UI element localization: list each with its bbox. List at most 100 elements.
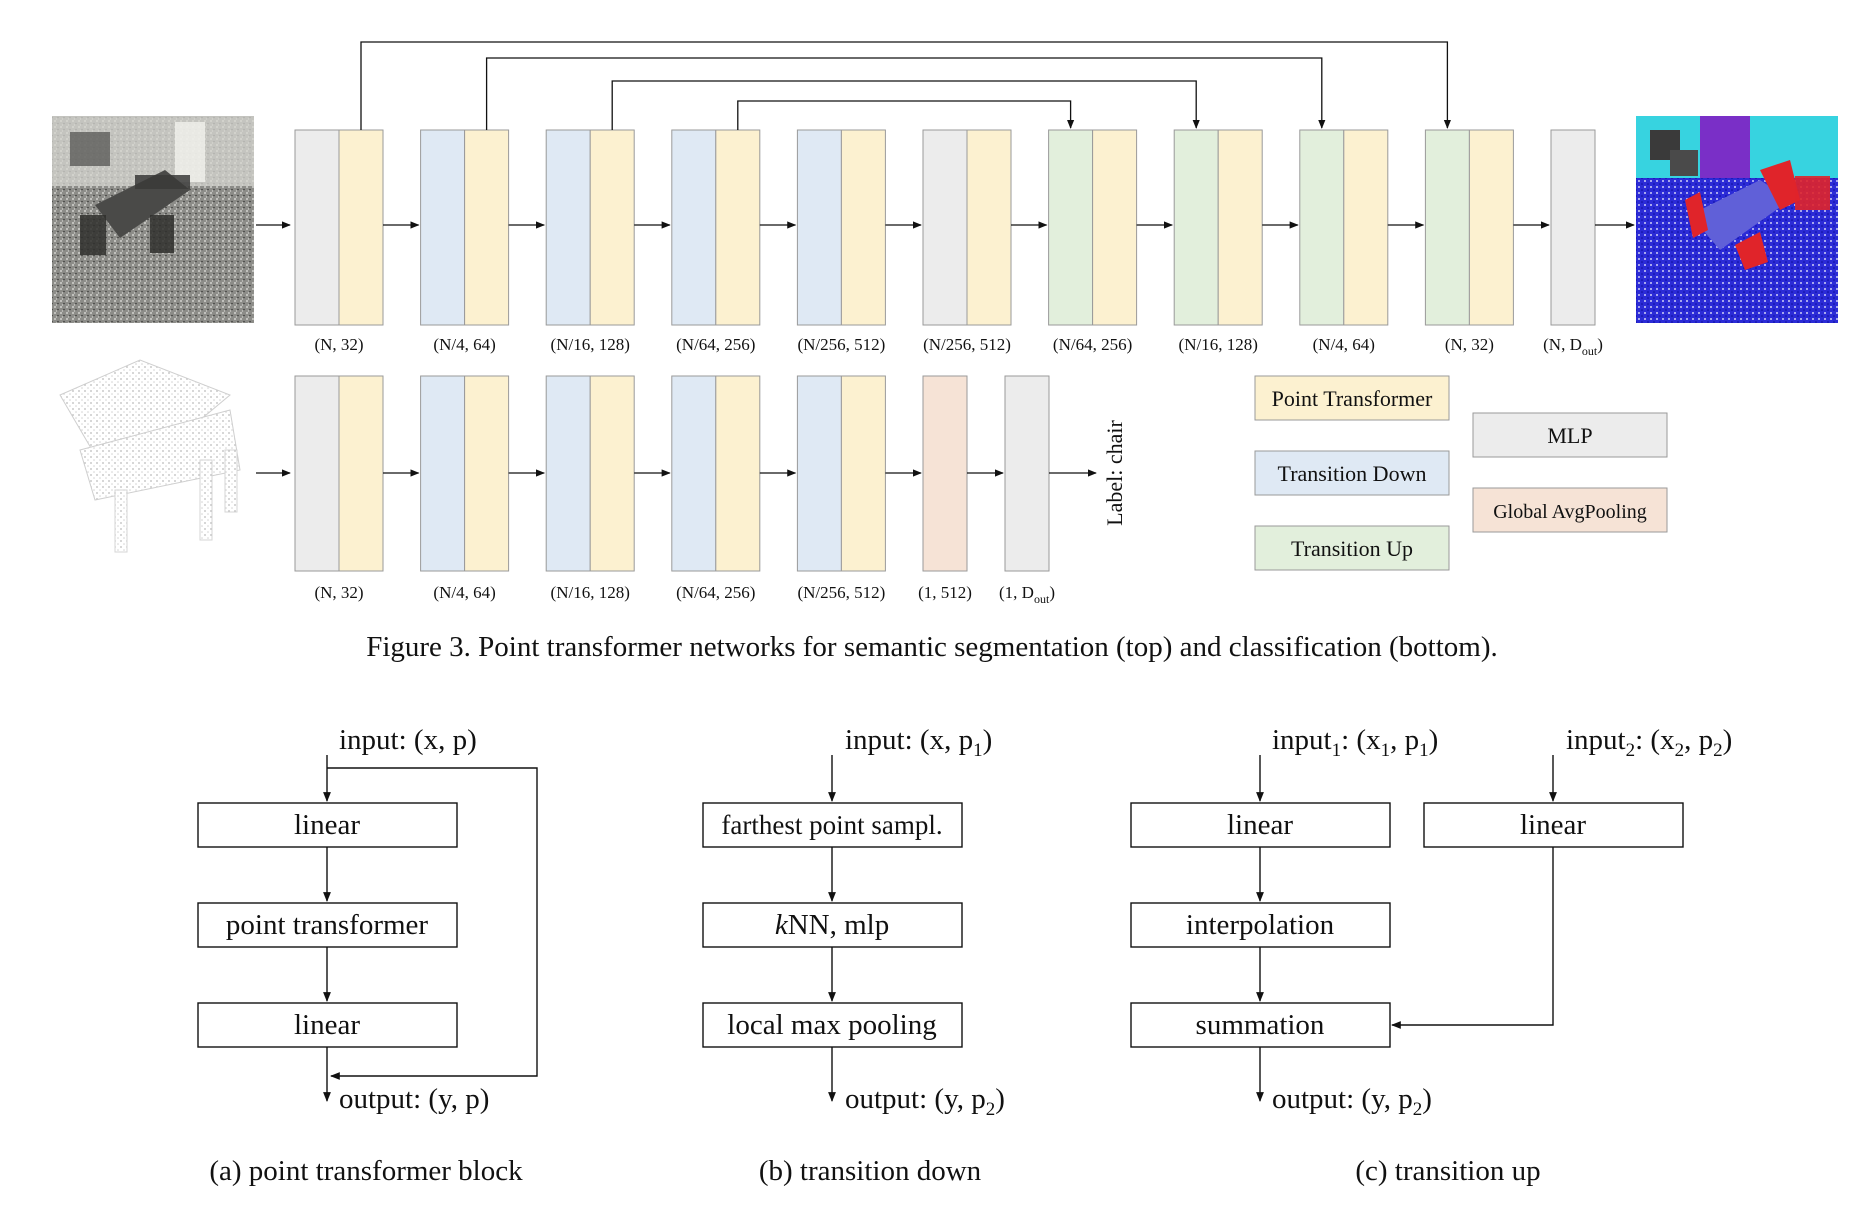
- seg-dim-label-5: (N/256, 512): [797, 335, 885, 354]
- seg-final-mlp-block: [1550, 129, 1596, 326]
- seg-block-5-right: [840, 129, 886, 326]
- figure3-caption: Figure 3. Point transformer networks for…: [366, 631, 1498, 663]
- legend: Point Transformer Transition Down Transi…: [1254, 375, 1668, 571]
- classification-output-label: Label: chair: [1102, 420, 1127, 526]
- cls-block-3-right: [589, 375, 635, 572]
- block-c-step-3: summation: [1196, 1009, 1325, 1041]
- transition-up-diagram: input1: (x1, p1) input2: (x2, p2) linear…: [1130, 724, 1732, 1187]
- block-b-caption: (b) transition down: [759, 1155, 982, 1187]
- seg-dim-label-final: (N, Dout): [1543, 335, 1603, 358]
- seg-block-3-right: [589, 129, 635, 326]
- block-c-output: output: (y, p2): [1272, 1083, 1432, 1120]
- output-segmented-room-image: [1636, 116, 1838, 323]
- legend-transition-up: Transition Up: [1291, 536, 1413, 561]
- block-a-input: input: (x, p): [339, 724, 477, 756]
- block-b-step-1: farthest point sampl.: [721, 810, 942, 840]
- cls-block-2-left: [420, 375, 466, 572]
- cls-block-1: [294, 375, 384, 572]
- seg-block-3-left: [545, 129, 591, 326]
- seg-block-10-left: [1424, 129, 1470, 326]
- block-a-step-3: linear: [294, 1009, 360, 1041]
- seg-block-2-left: [420, 129, 466, 326]
- cls-block-1-right: [338, 375, 384, 572]
- seg-dim-label-8: (N/16, 128): [1179, 335, 1258, 354]
- block-c-linear2-box: [1423, 802, 1684, 848]
- seg-block-6: [922, 129, 1012, 326]
- seg-block-9-left: [1299, 129, 1345, 326]
- block-c-step-1: linear: [1227, 809, 1293, 841]
- segmentation-network: (N, 32) (N/4, 64) (N/16, 128) (N/64, 256) (N…: [52, 41, 1838, 358]
- block-b-step-3: local max pooling: [727, 1009, 936, 1041]
- block-b-output: output: (y, p2): [845, 1083, 1005, 1120]
- skip-connection-4: [737, 100, 1075, 130]
- block-c-input2: input2: (x2, p2): [1566, 724, 1732, 761]
- block-a-step-1: linear: [294, 809, 360, 841]
- cls-block-2: [420, 375, 510, 572]
- seg-block-4-right: [715, 129, 761, 326]
- seg-dim-label-3: (N/16, 128): [551, 335, 630, 354]
- cls-block-4-right: [715, 375, 761, 572]
- block-a-point-transformer-box: [197, 902, 458, 948]
- skip-connections: [360, 41, 1452, 130]
- block-b-knn-box: [702, 902, 963, 948]
- block-c-step-2: interpolation: [1186, 909, 1335, 941]
- block-b-maxpool-box: [702, 1002, 963, 1048]
- block-c-linear1-box: [1130, 802, 1391, 848]
- seg-block-8-right: [1217, 129, 1263, 326]
- block-c-caption: (c) transition up: [1355, 1155, 1540, 1187]
- seg-dim-label-7: (N/64, 256): [1053, 335, 1132, 354]
- input-chair-pointcloud-image: [59, 359, 241, 553]
- transition-down-diagram: input: (x, p1) farthest point sampl. kNN…: [702, 724, 1005, 1187]
- legend-mlp: MLP: [1547, 423, 1592, 448]
- seg-dim-label-6: (N/256, 512): [923, 335, 1011, 354]
- cls-dim-label-pool: (1, 512): [918, 583, 972, 602]
- skip-connection-2: [485, 57, 1326, 130]
- seg-block-1-right: [338, 129, 384, 326]
- seg-block-4-left: [671, 129, 717, 326]
- cls-block-2-right: [464, 375, 510, 572]
- seg-block-1-left: [294, 129, 340, 326]
- cls-block-3: [545, 375, 635, 572]
- seg-block-7: [1048, 129, 1138, 326]
- cls-block-4-left: [671, 375, 717, 572]
- cls-block-4: [671, 375, 761, 572]
- seg-dim-label-1: (N, 32): [314, 335, 363, 354]
- seg-dim-label-2: (N/4, 64): [433, 335, 495, 354]
- cls-dim-label-1: (N, 32): [314, 583, 363, 602]
- seg-block-2: [420, 129, 510, 326]
- classification-blocks: (N, 32)(N/4, 64)(N/16, 128)(N/64, 256)(N…: [294, 375, 1097, 606]
- seg-block-9: [1299, 129, 1389, 326]
- block-a-linear2-box: [197, 1002, 458, 1048]
- block-b-step-2: kNN, mlp: [775, 909, 889, 941]
- seg-block-4: [671, 129, 761, 326]
- seg-block-2-right: [464, 129, 510, 326]
- input-room-pointcloud-image: [52, 116, 254, 323]
- cls-dim-label-5: (N/256, 512): [797, 583, 885, 602]
- cls-block-1-left: [294, 375, 340, 572]
- seg-block-7-left: [1048, 129, 1094, 326]
- seg-block-5-left: [796, 129, 842, 326]
- legend-transition-down: Transition Down: [1278, 461, 1427, 486]
- segmentation-blocks: (N, 32) (N/4, 64) (N/16, 128) (N/64, 256) (N…: [294, 129, 1635, 358]
- skip-connection-3: [611, 80, 1200, 130]
- cls-final-mlp-block: [1004, 375, 1050, 572]
- cls-block-5: [796, 375, 886, 572]
- skip-connection-1: [360, 41, 1452, 130]
- seg-dim-label-4: (N/64, 256): [676, 335, 755, 354]
- cls-block-3-left: [545, 375, 591, 572]
- legend-point-transformer: Point Transformer: [1272, 386, 1433, 411]
- seg-block-1: [294, 129, 384, 326]
- seg-block-6-right: [966, 129, 1012, 326]
- point-transformer-block-diagram: input: (x, p) linear point transformer l…: [197, 724, 538, 1187]
- seg-block-7-right: [1092, 129, 1138, 326]
- block-b-fps-box: [702, 802, 963, 848]
- seg-block-9-right: [1343, 129, 1389, 326]
- block-c-interpolation-box: [1130, 902, 1391, 948]
- cls-dim-label-4: (N/64, 256): [676, 583, 755, 602]
- seg-block-8: [1173, 129, 1263, 326]
- seg-block-5: [796, 129, 886, 326]
- block-a-step-2: point transformer: [226, 909, 428, 941]
- seg-block-10-right: [1468, 129, 1514, 326]
- cls-global-avgpool-block: [922, 375, 968, 572]
